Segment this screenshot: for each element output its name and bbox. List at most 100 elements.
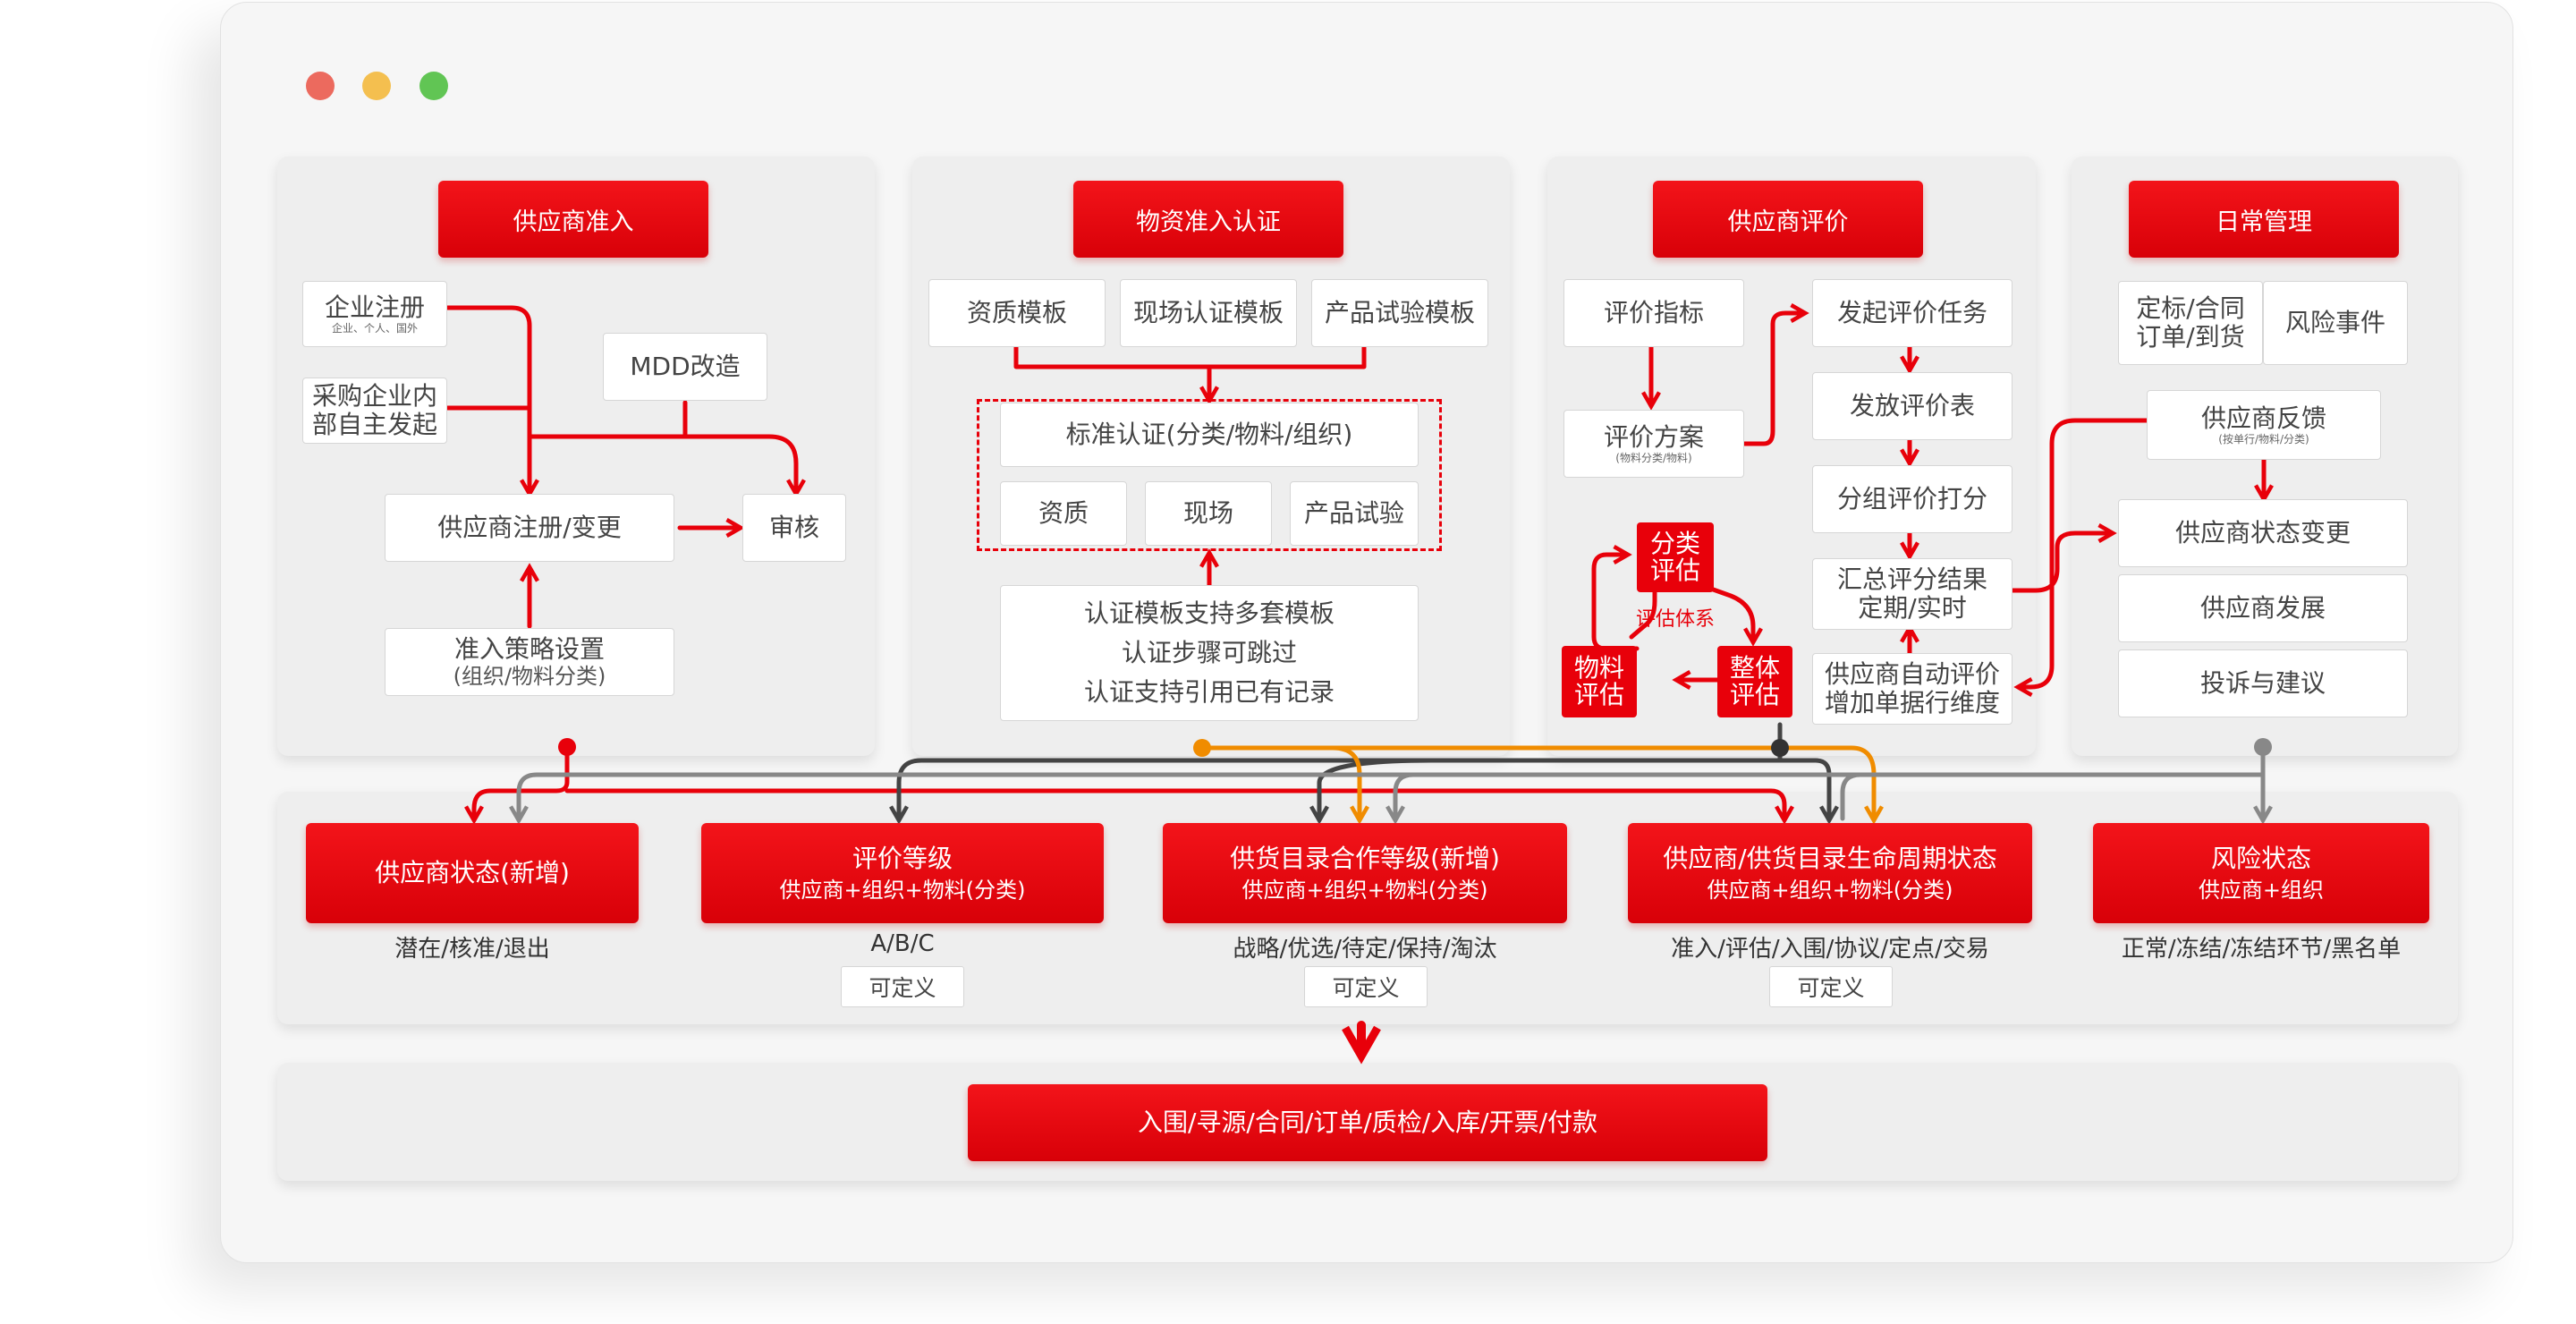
register-change-box[interactable]: 供应商注册/变更 <box>385 494 674 562</box>
supplier-access-title: 供应商准入 <box>438 181 708 258</box>
template-label: 产品试验模板 <box>1324 298 1475 327</box>
mdd-box[interactable]: MDD改造 <box>603 333 767 401</box>
policy-sub: (组织/物料分类) <box>453 664 606 689</box>
cert-note: 认证支持引用已有记录 <box>1083 677 1335 707</box>
cert-note: 认证步骤可跳过 <box>1121 638 1297 667</box>
eval-step-box-1[interactable]: 发放评价表 <box>1812 372 2012 440</box>
feedback-box[interactable]: 供应商反馈 (按单行/物料/分类) <box>2147 390 2381 460</box>
definable-tag: 可定义 <box>1769 966 1893 1007</box>
status-card-title: 供应商/供货目录生命周期状态 <box>1663 844 1997 873</box>
material-eval-line: 评估 <box>1573 680 1624 709</box>
material-cert-title: 物资准入认证 <box>1073 181 1343 258</box>
definable-tag: 可定义 <box>841 966 964 1007</box>
cert-item-label: 资质 <box>1038 498 1089 528</box>
category-eval-badge: 分类 评估 <box>1637 522 1714 592</box>
status-values: 战略/优选/待定/保持/淘汰 <box>1233 936 1497 963</box>
eval-step-box-0[interactable]: 发起评价任务 <box>1812 279 2012 347</box>
eval-summary-box[interactable]: 汇总评分结果 定期/实时 <box>1812 558 2012 630</box>
status-card-supplier-status[interactable]: 供应商状态(新增) <box>306 823 639 923</box>
review-label: 审核 <box>768 513 819 542</box>
status-card-sub: 供应商+组织+物料(分类) <box>1241 878 1488 903</box>
template-box-2[interactable]: 产品试验模板 <box>1311 279 1488 347</box>
enterprise-registration-box[interactable]: 企业注册 企业、个人、国外 <box>302 281 447 347</box>
daily-mgmt-title: 日常管理 <box>2129 181 2399 258</box>
overall-eval-line: 评估 <box>1729 680 1780 709</box>
status-values: 准入/评估/入围/协议/定点/交易 <box>1671 936 1989 963</box>
eval-plan-box[interactable]: 评价方案 (物料分类/物料) <box>1563 410 1744 478</box>
eval-plan-label: 评价方案 <box>1603 422 1704 452</box>
mdd-label: MDD改造 <box>630 352 741 381</box>
eval-step-label: 发起评价任务 <box>1836 298 1987 327</box>
template-box-1[interactable]: 现场认证模板 <box>1120 279 1297 347</box>
template-box-0[interactable]: 资质模板 <box>928 279 1106 347</box>
business-flow-bar[interactable]: 入围/寻源/合同/订单/质检/入库/开票/付款 <box>968 1084 1767 1161</box>
template-label: 现场认证模板 <box>1132 298 1284 327</box>
status-card-risk[interactable]: 风险状态 供应商+组织 <box>2093 823 2429 923</box>
status-change-label: 供应商状态变更 <box>2174 518 2351 547</box>
complaint-label: 投诉与建议 <box>2199 668 2326 698</box>
category-eval-line: 分类 <box>1649 529 1700 558</box>
material-eval-badge: 物料 评估 <box>1562 646 1637 717</box>
status-card-sub: 供应商+组织 <box>2198 878 2325 903</box>
supplier-eval-title: 供应商评价 <box>1653 181 1923 258</box>
overall-eval-line: 整体 <box>1729 653 1780 683</box>
eval-summary-line-2: 定期/实时 <box>1858 593 1967 623</box>
status-card-catalog-grade[interactable]: 供货目录合作等级(新增) 供应商+组织+物料(分类) <box>1163 823 1567 923</box>
category-eval-line: 评估 <box>1649 556 1700 585</box>
cert-item-box-0[interactable]: 资质 <box>1000 481 1127 546</box>
overall-eval-badge: 整体 评估 <box>1717 646 1792 717</box>
template-label: 资质模板 <box>966 298 1067 327</box>
material-eval-line: 物料 <box>1573 653 1624 683</box>
status-card-title: 评价等级 <box>852 844 953 873</box>
internal-initiation-line-1: 采购企业内 <box>311 381 437 411</box>
policy-label: 准入策略设置 <box>453 634 605 664</box>
standard-cert-label: 标准认证(分类/物料/组织) <box>1065 420 1353 449</box>
cert-item-label: 产品试验 <box>1303 498 1404 528</box>
eval-step-box-2[interactable]: 分组评价打分 <box>1812 465 2012 533</box>
review-box[interactable]: 审核 <box>742 494 846 562</box>
register-change-label: 供应商注册/变更 <box>437 513 622 542</box>
feedback-label: 供应商反馈 <box>2200 403 2326 433</box>
enterprise-registration-sub: 企业、个人、国外 <box>331 322 418 335</box>
eval-indicator-label: 评价指标 <box>1603 298 1704 327</box>
eval-auto-line-1: 供应商自动评价 <box>1824 659 2000 689</box>
bid-line-2: 订单/到货 <box>2136 322 2245 352</box>
cert-note: 认证模板支持多套模板 <box>1083 598 1335 628</box>
cert-item-box-1[interactable]: 现场 <box>1145 481 1272 546</box>
eval-auto-line-2: 增加单据行维度 <box>1824 688 2000 717</box>
development-box[interactable]: 供应商发展 <box>2118 574 2408 642</box>
risk-event-label: 风险事件 <box>2284 308 2385 337</box>
status-card-sub: 供应商+组织+物料(分类) <box>779 878 1026 903</box>
status-values: 潜在/核准/退出 <box>394 936 550 963</box>
window-minimize-icon[interactable] <box>362 72 391 100</box>
status-card-lifecycle[interactable]: 供应商/供货目录生命周期状态 供应商+组织+物料(分类) <box>1628 823 2032 923</box>
eval-auto-box[interactable]: 供应商自动评价 增加单据行维度 <box>1812 653 2012 725</box>
bid-line-1: 定标/合同 <box>2136 293 2245 323</box>
enterprise-registration-label: 企业注册 <box>324 293 425 322</box>
feedback-sub: (按单行/物料/分类) <box>2218 433 2309 446</box>
bid-box[interactable]: 定标/合同 订单/到货 <box>2118 281 2263 365</box>
window-close-icon[interactable] <box>306 72 335 100</box>
policy-box[interactable]: 准入策略设置 (组织/物料分类) <box>385 628 674 696</box>
status-change-box[interactable]: 供应商状态变更 <box>2118 499 2408 567</box>
cert-item-box-2[interactable]: 产品试验 <box>1290 481 1419 546</box>
risk-event-box[interactable]: 风险事件 <box>2263 281 2408 365</box>
status-card-title: 供货目录合作等级(新增) <box>1230 844 1500 873</box>
eval-step-label: 分组评价打分 <box>1836 484 1987 513</box>
status-card-eval-grade[interactable]: 评价等级 供应商+组织+物料(分类) <box>701 823 1104 923</box>
window-maximize-icon[interactable] <box>419 72 448 100</box>
internal-initiation-box[interactable]: 采购企业内 部自主发起 <box>302 378 447 444</box>
status-values: A/B/C <box>870 930 935 957</box>
status-card-sub: 供应商+组织+物料(分类) <box>1707 878 1953 903</box>
internal-initiation-line-2: 部自主发起 <box>311 410 437 439</box>
cert-item-label: 现场 <box>1182 498 1233 528</box>
standard-cert-group <box>977 399 1442 551</box>
business-flow-label: 入围/寻源/合同/订单/质检/入库/开票/付款 <box>1137 1108 1598 1137</box>
eval-summary-line-1: 汇总评分结果 <box>1836 564 1987 594</box>
standard-cert-box[interactable]: 标准认证(分类/物料/组织) <box>1000 403 1419 467</box>
eval-indicator-box[interactable]: 评价指标 <box>1563 279 1744 347</box>
eval-system-label: 评估体系 <box>1635 608 1715 631</box>
eval-step-label: 发放评价表 <box>1849 391 1975 420</box>
complaint-box[interactable]: 投诉与建议 <box>2118 649 2408 717</box>
cert-notes-box: 认证模板支持多套模板 认证步骤可跳过 认证支持引用已有记录 <box>1000 585 1419 721</box>
